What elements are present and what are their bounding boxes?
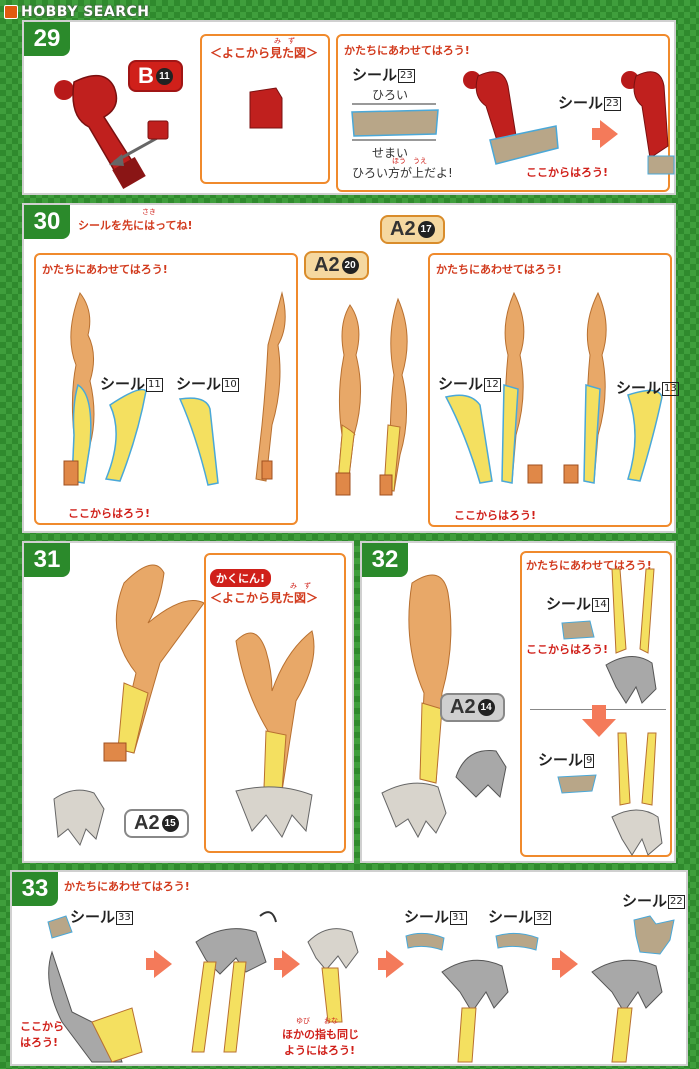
other-fingers-line1: ほかの指も同じ bbox=[282, 1026, 359, 1042]
part-tag-a2-14: A2 14 bbox=[440, 693, 505, 722]
part-tag-a2-20-num: 20 bbox=[342, 257, 359, 274]
watermark: HOBBY SEARCH bbox=[4, 3, 149, 21]
part-tag-a2-15-num: 15 bbox=[162, 815, 179, 832]
step-31-panel: 31 A2 15 かくにん! み ず ＜よこから見た図＞ bbox=[22, 541, 354, 863]
step-30-number: 30 bbox=[24, 205, 70, 239]
step-29-instruction: かたちにあわせてはろう! bbox=[344, 42, 470, 58]
claw-front-view bbox=[298, 912, 378, 1022]
claw-sticker-fold bbox=[176, 902, 286, 1062]
step-31-side-view-box: かくにん! み ず ＜よこから見た図＞ bbox=[204, 553, 346, 853]
step-33-arrow-3-head bbox=[386, 950, 404, 978]
side-view-horn-assembly bbox=[216, 611, 336, 841]
claw-with-fingers bbox=[432, 952, 532, 1062]
part-tag-a2-20: A2 20 bbox=[304, 251, 369, 280]
part-tag-b11-num: 11 bbox=[156, 68, 173, 85]
hand-with-sticker-14 bbox=[602, 569, 672, 709]
side-view-title: ＜よこから見た図＞ bbox=[210, 44, 318, 61]
sticker-9-shape bbox=[556, 773, 600, 797]
step-31-side-view-title: ＜よこから見た図＞ bbox=[210, 589, 318, 606]
part-tag-a2-14-label: A2 bbox=[450, 696, 476, 719]
hand-with-sticker-9 bbox=[608, 733, 670, 857]
sticker-14-shape bbox=[560, 619, 600, 643]
claw-hand-part bbox=[44, 779, 114, 849]
part-tag-a2-15: A2 15 bbox=[124, 809, 189, 838]
other-fingers-ruby: ゆび おな bbox=[296, 1016, 338, 1026]
step-29-number: 29 bbox=[24, 22, 70, 56]
wide-label: ひろい bbox=[372, 86, 408, 103]
horn-right-with-sticker-10 bbox=[166, 285, 296, 505]
sticker-23-shape bbox=[348, 102, 444, 142]
hobby-search-logo-icon bbox=[4, 5, 18, 19]
step-30-right-instruction: かたちにあわせてはろう! bbox=[436, 261, 562, 277]
stickers-31-32-shapes bbox=[404, 930, 564, 954]
step-30-instruction: シールを先にはってね! bbox=[78, 217, 192, 233]
step-30-instruction-ruby: さき bbox=[142, 207, 156, 217]
wide-up-note: ひろい方が上だよ! bbox=[352, 164, 453, 181]
part-tag-b11: B 11 bbox=[128, 60, 183, 92]
claw-finished bbox=[582, 942, 682, 1062]
step-29-instruction-box: かたちにあわせてはろう! シール23 ひろい せまい ほう うえ ひろい方が上だ… bbox=[336, 34, 670, 192]
side-view-red-part bbox=[246, 86, 286, 132]
part-tag-a2-15-label: A2 bbox=[134, 812, 160, 835]
other-fingers-line2: ようにはろう! bbox=[284, 1042, 355, 1058]
step-30-right-start-here: ここからはろう! bbox=[454, 507, 536, 523]
step-33-number: 33 bbox=[12, 872, 58, 906]
step-29-side-view-box: み ず ＜よこから見た図＞ bbox=[200, 34, 330, 184]
small-red-part bbox=[146, 117, 172, 141]
red-arm-finished bbox=[610, 66, 680, 186]
horn-branch-assembly bbox=[64, 553, 204, 783]
step-30-left-instruction: かたちにあわせてはろう! bbox=[42, 261, 168, 277]
part-tag-a2-17-num: 17 bbox=[418, 221, 435, 238]
step-33-instruction: かたちにあわせてはろう! bbox=[64, 878, 190, 894]
step-29-start-here: ここからはろう! bbox=[526, 164, 608, 180]
part-tag-a2-17: A2 17 bbox=[380, 215, 445, 244]
step-30-left-start-here: ここからはろう! bbox=[68, 505, 150, 521]
part-tag-a2-14-num: 14 bbox=[478, 699, 495, 716]
step-33-arrow-4-head bbox=[560, 950, 578, 978]
step-33-start-line2: はろう! bbox=[20, 1034, 58, 1050]
step-33-arrow-1-head bbox=[154, 950, 172, 978]
step-33-panel: 33 かたちにあわせてはろう! シール33 ここから はろう! ゆび おな ほか… bbox=[10, 870, 688, 1066]
gray-hand-part bbox=[446, 737, 516, 807]
step-32-start-here: ここからはろう! bbox=[526, 641, 608, 657]
red-arm-with-sticker bbox=[448, 66, 568, 176]
part-tag-b11-label: B bbox=[138, 63, 154, 89]
part-tag-a2-20-label: A2 bbox=[314, 254, 340, 277]
horn-assembly-middle bbox=[310, 295, 430, 505]
check-badge: かくにん! bbox=[210, 569, 271, 587]
part-tag-a2-17-label: A2 bbox=[390, 218, 416, 241]
watermark-text: HOBBY SEARCH bbox=[21, 4, 149, 20]
step-33-start-line1: ここから bbox=[20, 1018, 64, 1034]
